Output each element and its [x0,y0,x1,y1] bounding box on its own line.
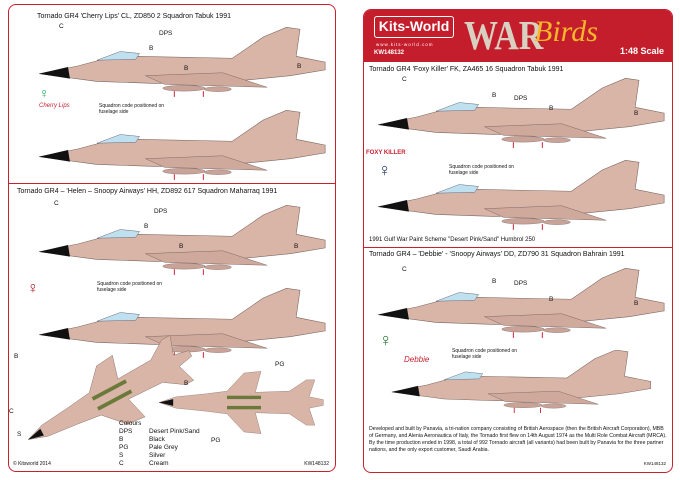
callout-c: C [54,200,59,207]
squadron-code: FK [424,85,438,96]
callout-pg: PG [211,437,221,444]
aircraft-side-view [39,205,326,276]
history-text: Developed and built by Panavia, a tri-na… [369,426,667,453]
footer-sheet-code: KW148132 [643,461,666,466]
header-sheet-code: KW148132 [374,50,405,56]
divider [9,183,335,184]
squadron-code-note: Squadron code positioned on fuselage sid… [99,103,165,115]
aircraft-side-view [391,350,652,414]
copyright: © Kitsworld 2014 [13,461,51,467]
brand-header: Kits-World www.kits-world.com KW148132 W… [364,10,672,62]
pinup-figure-icon: ♀ [378,160,392,180]
left-decal-sheet: Tornado GR4 'Cherry Lips' CL, ZD850 2 Sq… [8,4,336,472]
section-caption: Tornado GR4 – 'Debbie' - 'Snoopy Airways… [369,251,625,258]
callout-b: B [179,243,184,250]
squadron-code: CL [87,35,101,46]
callout-b: B [14,353,19,360]
pinup-figure-icon: ♀ [39,85,50,101]
callout-b: B [634,110,639,117]
callout-dps: DPS [514,280,528,287]
squadron-code-note: Squadron code positioned on fuselage sid… [449,164,515,176]
squadron-code: D [424,275,432,286]
callout-c: C [402,76,407,83]
section-caption: Tornado GR4 – 'Helen – Snoopy Airways' H… [17,188,278,195]
squadron-code-note: Squadron code positioned on fuselage sid… [97,281,163,293]
callout-dps: DPS [159,30,173,37]
callout-c: C [59,23,64,30]
callout-c: C [402,266,407,273]
callout-b: B [184,380,189,387]
paint-scheme-note: 1991 Gulf War Paint Scheme "Desert Pink/… [369,237,536,243]
war-logo: WAR [464,14,544,59]
callout-b: B [492,278,497,285]
pinup-figure-icon: ♀ [379,330,393,350]
kits-world-logo: Kits-World [374,16,454,38]
callout-pg: PG [275,361,285,368]
sheet-code: KW148132 [304,461,329,467]
aircraft-side-view [378,160,665,231]
callout-dps: DPS [514,95,528,102]
callout-b: B [294,243,299,250]
divider [364,247,672,248]
callout-s: S [17,431,22,438]
right-decal-sheet: Kits-World www.kits-world.com KW148132 W… [363,9,673,473]
callout-b: B [549,296,554,303]
squadron-code: H [89,213,97,224]
birds-logo: Birds [534,15,598,48]
colour-key-title: Colours [119,420,142,427]
pinup-figure-icon: ♀ [27,280,39,297]
callout-dps: DPS [154,208,168,215]
callout-b: B [144,223,149,230]
section-caption: Tornado GR4 'Foxy Killer' FK, ZA465 16 S… [369,66,564,73]
callout-c: C [9,408,14,415]
callout-b: B [549,105,554,112]
scale-label: 1:48 Scale [619,46,664,56]
callout-b: B [149,45,154,52]
nose-art-text: FOXY KILLER [366,150,406,156]
aircraft-side-view [378,78,665,149]
nose-art-text: Cherry Lips [39,103,70,109]
callout-b: B [297,63,302,70]
nose-art-text: Debbie [404,355,430,364]
squadron-code-note: Squadron code positioned on fuselage sid… [452,348,518,360]
brand-url: www.kits-world.com [376,42,434,47]
aircraft-side-view [39,110,326,181]
section-caption: Tornado GR4 'Cherry Lips' CL, ZD850 2 Sq… [37,13,231,20]
callout-b: B [634,300,639,307]
callout-b: B [492,92,497,99]
callout-b: B [184,65,189,72]
